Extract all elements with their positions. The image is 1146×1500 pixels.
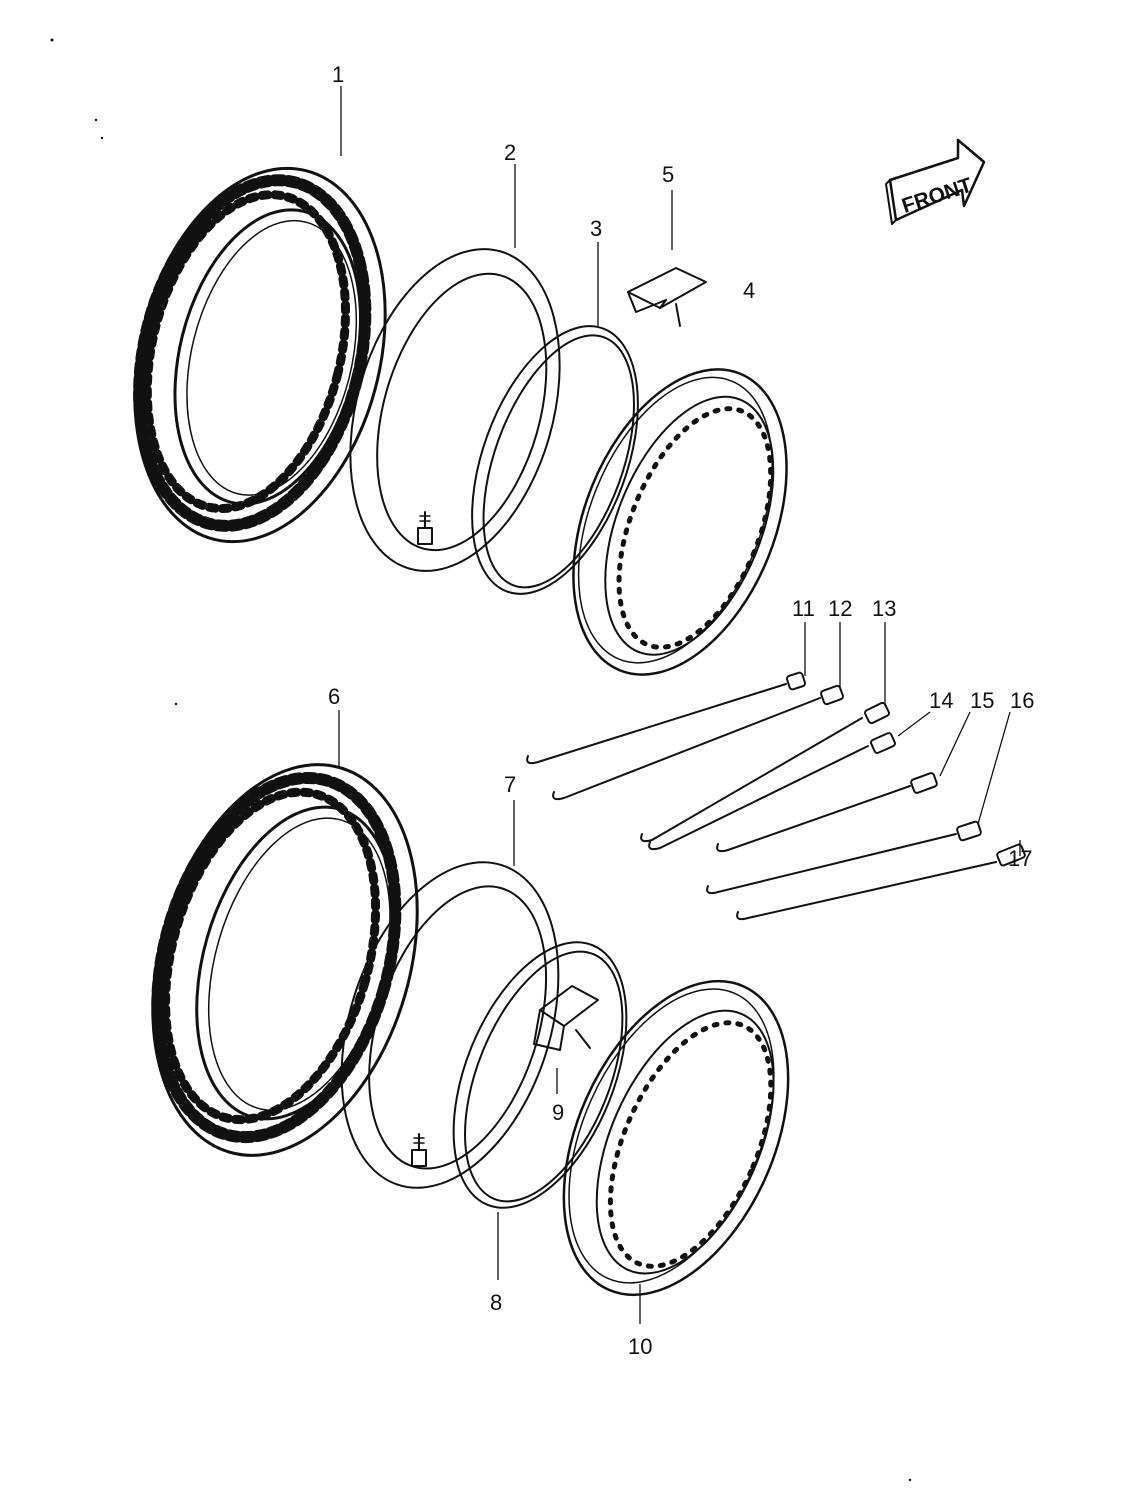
arrow-right-icon	[888, 138, 986, 222]
valve-stem-upper	[417, 511, 433, 545]
spoke-14	[648, 732, 896, 851]
rim-band-lower	[452, 941, 628, 1209]
callout-7: 7	[504, 772, 516, 797]
spoke-16	[706, 820, 982, 895]
callout-1: 1	[332, 62, 344, 87]
rim-band-upper	[471, 325, 639, 595]
callout-3: 3	[590, 216, 602, 241]
spoke-17	[736, 843, 1026, 921]
spoke-11	[526, 671, 806, 765]
front-label: FRONT	[899, 174, 975, 218]
inner-tube-upper	[349, 248, 561, 572]
callout-16: 16	[1010, 688, 1034, 713]
valve-stem-lower	[411, 1133, 427, 1167]
tire-upper	[133, 166, 387, 544]
leader-lines	[338, 86, 1021, 1324]
spoke-15	[716, 772, 938, 853]
callout-8: 8	[490, 1290, 502, 1315]
rim-lock-upper	[627, 267, 707, 327]
rim-lock-lower	[533, 985, 599, 1051]
callout-5: 5	[662, 162, 674, 187]
callout-13: 13	[872, 596, 896, 621]
scan-specks	[50, 38, 912, 1482]
tire-lower	[151, 763, 419, 1157]
spoke-13	[640, 701, 890, 843]
callout-2: 2	[504, 140, 516, 165]
spokes	[526, 671, 1026, 921]
callout-9: 9	[552, 1100, 564, 1125]
inner-tube-lower	[340, 861, 560, 1189]
callout-11: 11	[792, 596, 815, 621]
callout-4: 4	[743, 278, 755, 303]
rim-upper	[572, 368, 788, 676]
front-direction-badge: FRONT	[885, 138, 986, 225]
callout-labels: 1 2 3 4 5 6 7 8 9 10 11 12 13 14 15 16 1…	[328, 62, 1034, 1359]
callout-14: 14	[929, 688, 953, 713]
callout-12: 12	[828, 596, 852, 621]
spoke-12	[552, 684, 844, 801]
callout-17: 17	[1008, 846, 1032, 871]
rim-lower	[562, 979, 790, 1297]
callout-10: 10	[628, 1334, 652, 1359]
callout-15: 15	[970, 688, 994, 713]
callout-6: 6	[328, 684, 340, 709]
